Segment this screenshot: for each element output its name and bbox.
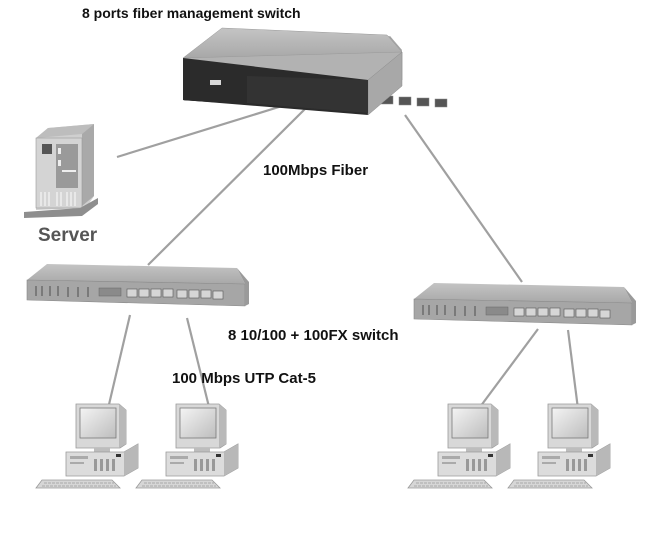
- link-right-switch-pc4: [568, 330, 578, 409]
- core-switch-label: 8 ports fiber management switch: [82, 5, 301, 21]
- workstation-3: [408, 404, 510, 488]
- workstation-1: [36, 404, 138, 488]
- utp-link-label: 100 Mbps UTP Cat-5: [172, 370, 316, 387]
- edge-switch-left: [27, 264, 249, 306]
- edge-switch-right: [414, 283, 636, 325]
- server-label: Server: [38, 225, 97, 247]
- links: [107, 102, 578, 413]
- link-core-right-switch: [405, 115, 522, 282]
- edge-switch-label: 8 10/100 + 100FX switch: [228, 327, 399, 344]
- fiber-link-label: 100Mbps Fiber: [263, 162, 368, 179]
- workstation-4: [508, 404, 610, 488]
- link-left-switch-pc2: [187, 318, 210, 411]
- link-right-switch-pc3: [480, 329, 538, 407]
- workstation-2: [136, 404, 238, 488]
- server: [24, 124, 98, 218]
- link-left-switch-pc1: [107, 315, 130, 413]
- link-core-left-switch: [148, 104, 310, 265]
- link-core-server: [117, 102, 295, 157]
